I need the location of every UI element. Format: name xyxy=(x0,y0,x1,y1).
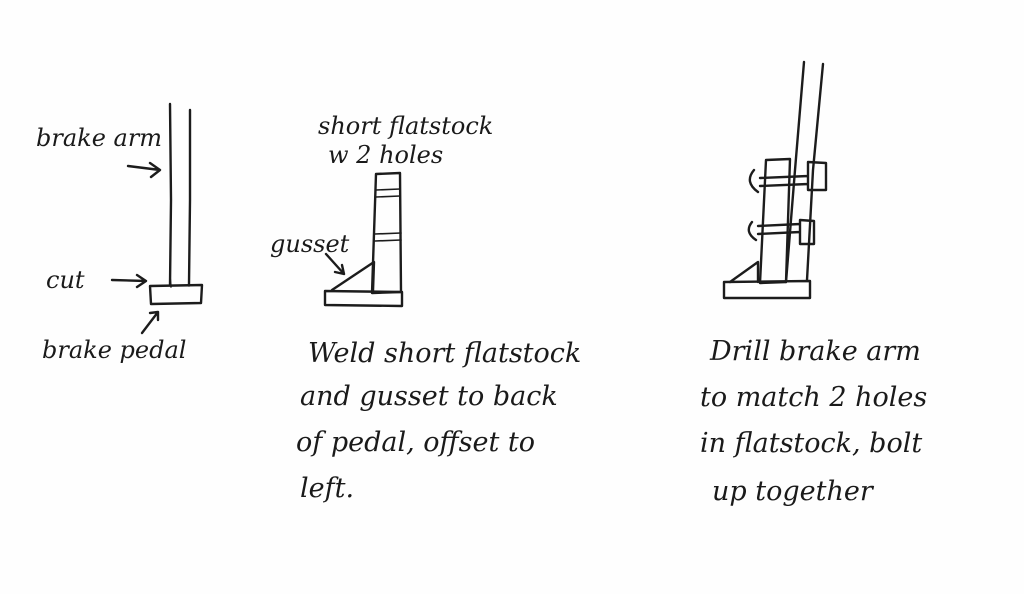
assembled-arm-right-line xyxy=(805,62,825,282)
label-brake-arm: brake arm xyxy=(36,124,162,152)
assembled-pedal-bar xyxy=(722,279,812,300)
flatstock-hole-upper xyxy=(375,188,401,198)
label-cut: cut xyxy=(46,266,85,294)
figure-brake-arm-cut: brake arm cut brake pedal xyxy=(36,102,204,364)
brake-pedal-arrow xyxy=(140,310,160,335)
flatstock-hole-lower xyxy=(374,232,402,242)
step2-line3: of pedal, offset to xyxy=(296,427,535,458)
pedal-bar xyxy=(323,289,404,308)
label-flatstock-line2: w 2 holes xyxy=(328,141,443,169)
brake-pedal-bar xyxy=(148,283,204,306)
step2-line4: left. xyxy=(300,473,354,504)
cut-arrow xyxy=(110,273,148,289)
gusset-arrow xyxy=(324,252,346,276)
figure-assembled: Drill brake arm to match 2 holes in flat… xyxy=(700,60,927,507)
figure-flatstock-gusset: short flatstock w 2 holes gusset Weld sh… xyxy=(270,112,581,504)
assembled-arm-left-line xyxy=(784,60,806,284)
gusset-triangle xyxy=(330,260,376,293)
step3-line4: up together xyxy=(712,476,875,507)
step2-line2: and gusset to back xyxy=(300,381,558,412)
step2-line1: Weld short flatstock xyxy=(308,338,581,369)
brake-arm-left-line xyxy=(168,102,173,287)
upper-bolt xyxy=(748,160,828,194)
assembled-gusset xyxy=(728,260,760,284)
brake-arm-right-line xyxy=(187,108,192,286)
step3-line2: to match 2 holes xyxy=(700,382,927,413)
lower-bolt xyxy=(747,218,816,246)
label-gusset: gusset xyxy=(270,230,350,258)
cut-mark xyxy=(169,275,190,288)
step3-line3: in flatstock, bolt xyxy=(700,428,922,459)
label-flatstock-line1: short flatstock xyxy=(318,112,493,140)
brake-arm-arrow xyxy=(126,161,162,179)
label-brake-pedal: brake pedal xyxy=(42,336,186,364)
step3-line1: Drill brake arm xyxy=(709,336,921,367)
